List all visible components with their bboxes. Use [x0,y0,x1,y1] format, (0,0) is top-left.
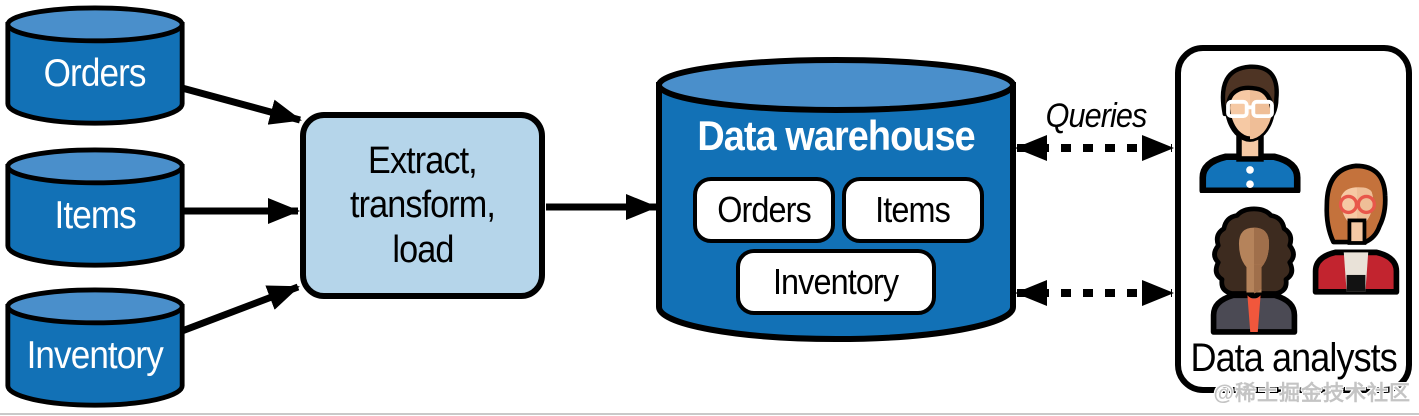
arrow-inventory-to-etl [180,283,300,335]
glasses-icon [1226,99,1274,119]
warehouse-table-items: Items [842,177,984,243]
source-label-items: Items [54,193,136,237]
bottom-border-line [0,413,1419,415]
queries-label: Queries [1045,96,1148,135]
etl-line-2: transform, [350,184,496,227]
male-analyst-avatar-icon [1199,64,1301,193]
warehouse-table-orders: Orders [693,177,835,243]
female-analyst-curly-avatar-icon [1210,206,1298,335]
source-label-orders: Orders [44,51,147,95]
warehouse-table-inventory: Inventory [736,249,936,315]
female-analyst-red-glasses-avatar-icon [1312,163,1400,295]
warehouse-title: Data warehouse [697,112,975,159]
source-label-inventory: Inventory [26,333,164,377]
source-cylinder-inventory: Inventory [3,285,187,412]
red-glasses-icon [1338,194,1376,215]
database-cylinder-icon [5,5,185,126]
database-cylinder-icon [5,287,185,408]
source-cylinder-items: Items [3,145,187,272]
source-cylinder-orders: Orders [3,3,187,130]
etl-line-1: Extract, [368,140,478,183]
database-cylinder-icon [5,147,185,268]
etl-line-3: load [391,228,454,271]
analysts-label: Data analysts [1190,335,1397,380]
analysts-panel: Data analysts [1175,45,1412,393]
etl-box: Extract, transform, load [300,112,545,299]
arrow-orders-to-etl [181,84,302,125]
warehouse-cylinder: Data warehouse Orders Items Inventory [654,55,1018,347]
watermark: @稀土掘金技术社区 [1213,382,1411,405]
